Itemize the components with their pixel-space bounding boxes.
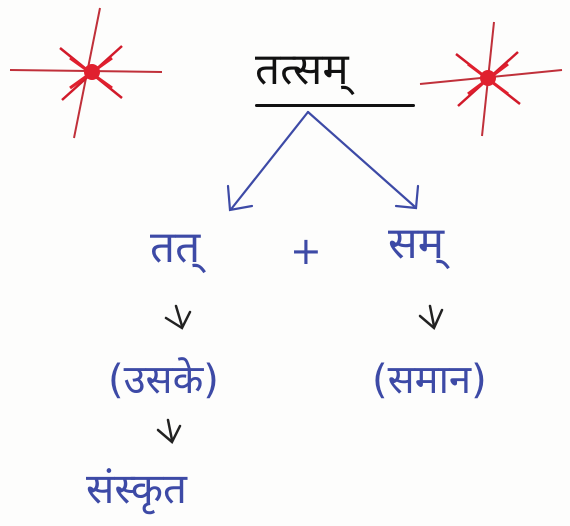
right-down-arrow	[418, 304, 444, 331]
left-star-icon	[9, 7, 163, 139]
root-to-left-arrow	[226, 110, 310, 212]
root-word: तत्सम्	[255, 44, 349, 95]
root-to-right-arrow	[306, 110, 420, 210]
left-down-arrow-2	[156, 418, 182, 444]
left-result: संस्कृत	[86, 464, 187, 513]
plus-operator: +	[290, 229, 322, 273]
left-part-word: तत्	[150, 222, 201, 273]
right-meaning: (समान)	[372, 357, 487, 403]
left-meaning: (उसके)	[108, 357, 219, 403]
right-part-word: सम्	[388, 218, 445, 269]
left-down-arrow-1	[164, 304, 192, 330]
right-star-icon	[419, 21, 563, 137]
root-underline	[255, 104, 415, 107]
